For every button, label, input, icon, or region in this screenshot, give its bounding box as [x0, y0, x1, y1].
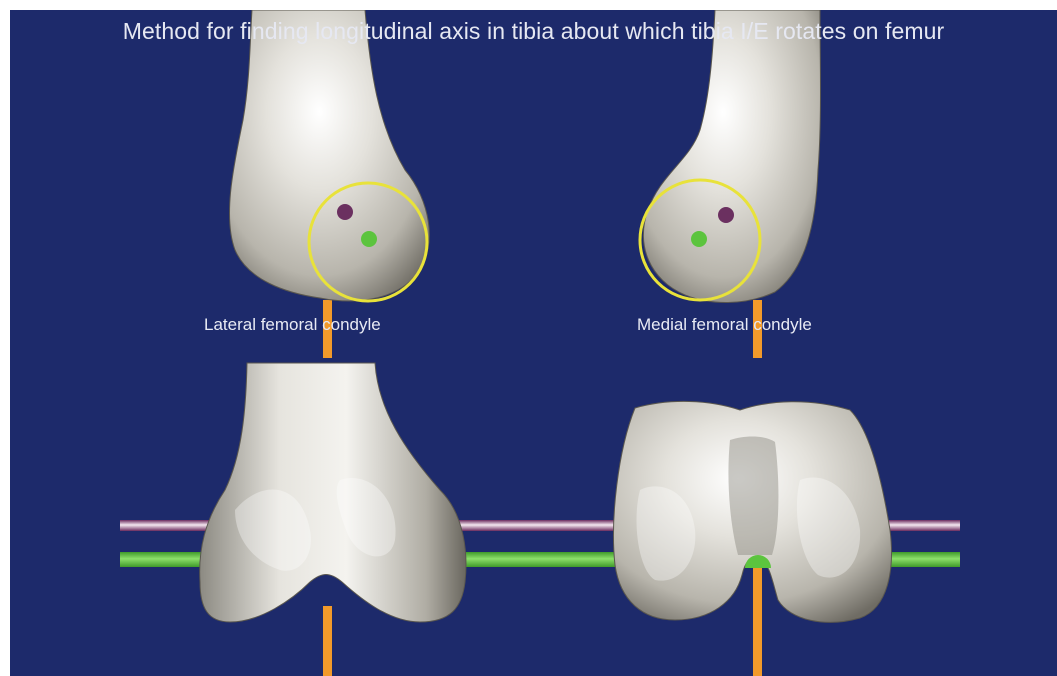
lateral-condyle-label: Lateral femoral condyle: [204, 315, 381, 335]
lateral-green-point: [361, 231, 377, 247]
medial-purple-point: [718, 207, 734, 223]
medial-condyle-bone: [643, 10, 820, 303]
diagram-canvas: [10, 10, 1057, 676]
medial-green-point: [691, 231, 707, 247]
femur-posterior-bone: [614, 401, 892, 622]
lateral-condyle-bone: [229, 10, 429, 301]
lateral-purple-point: [337, 204, 353, 220]
medial-condyle-label: Medial femoral condyle: [637, 315, 812, 335]
femur-frontal-bone: [200, 363, 466, 622]
figure-title: Method for finding longitudinal axis in …: [10, 18, 1057, 45]
orange-axis-medial-lower: [753, 566, 762, 676]
figure-panel: Method for finding longitudinal axis in …: [10, 10, 1057, 676]
orange-axis-lateral-lower: [323, 606, 332, 676]
